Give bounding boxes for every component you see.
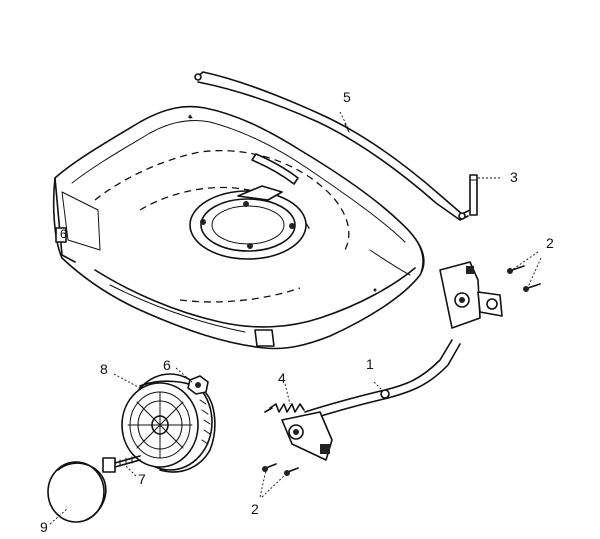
mower-deck — [52, 105, 425, 350]
callout-wheel-bolt: 7 — [138, 471, 146, 487]
handle-pin — [469, 174, 478, 216]
callout-handle-pin: 3 — [510, 169, 518, 185]
engine-opening — [189, 190, 307, 260]
leader-lines — [49, 111, 542, 525]
hubcap — [47, 461, 107, 523]
wheel-nut — [187, 375, 209, 395]
callout-bolts-left: 2 — [251, 501, 259, 517]
callout-axle-rod: 1 — [366, 356, 374, 372]
height-adjust-bolts-right — [507, 265, 541, 292]
callout-bolts-right: 2 — [546, 235, 554, 251]
deck-bracket — [55, 227, 67, 243]
callout-wheel-nut: 6 — [163, 357, 171, 373]
wheel-bolt — [102, 455, 141, 473]
callout-labels: 5 3 2 1 4 2 8 6 7 9 6 — [40, 89, 554, 535]
callout-spring: 4 — [278, 370, 286, 386]
height-adjust-bolts-left — [262, 463, 299, 476]
front-axle-rod — [281, 261, 503, 461]
handle-bar — [194, 71, 471, 221]
callout-hubcap: 9 — [40, 519, 48, 535]
spring — [264, 403, 305, 413]
callout-wheel: 8 — [100, 361, 108, 377]
callout-handle-bar: 5 — [343, 89, 351, 105]
wheel — [121, 373, 216, 473]
deck-side-mark: 6 — [60, 227, 67, 241]
